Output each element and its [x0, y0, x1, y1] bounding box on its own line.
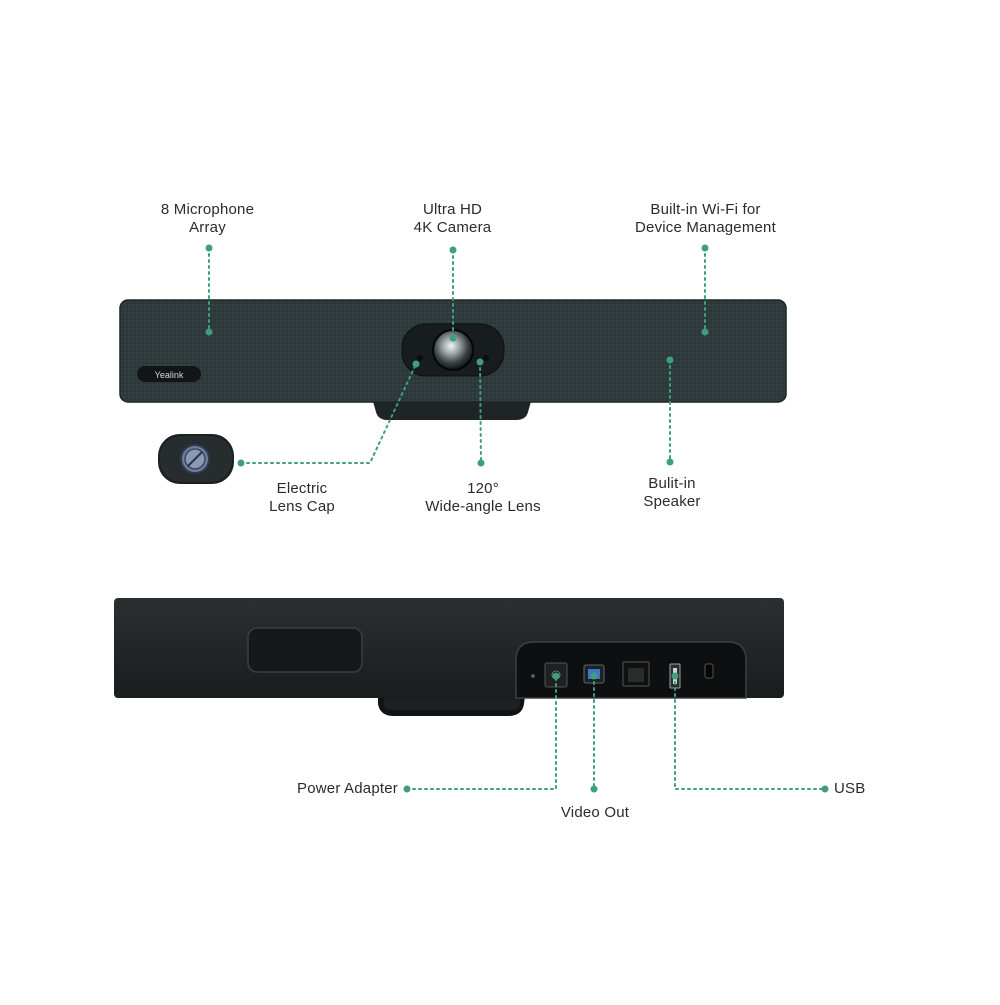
- leader-video-out-start-dot: [590, 672, 598, 680]
- brand-logo-text: Yealink: [155, 370, 184, 380]
- callout-usb: USB: [834, 780, 866, 797]
- rear-label-recess: [247, 627, 363, 673]
- callout-speaker: Bulit-in Speaker: [643, 475, 701, 510]
- callout-video-out: Video Out: [560, 804, 630, 821]
- front-mount-bracket: [372, 398, 532, 420]
- callout-leaders: [205, 244, 829, 793]
- lens-cap-detail: [158, 434, 234, 484]
- brand-logo-badge: [137, 366, 201, 382]
- leader-power-adapter-start-dot: [403, 785, 411, 793]
- leader-power-adapter-end-dot: [552, 672, 560, 680]
- front-view: Yealink: [119, 299, 787, 420]
- leader-wide-angle-lens-start-dot: [476, 358, 484, 366]
- leader-wide-angle-lens: [479, 361, 482, 464]
- rear-view: [114, 598, 784, 716]
- security-lock-slot: [704, 663, 714, 679]
- leader-camera-end-dot: [449, 334, 457, 342]
- callout-mic: 8 Microphone Array: [160, 201, 255, 236]
- callout-wide-angle-lens: 120° Wide-angle Lens: [425, 480, 541, 515]
- leader-lens-cap-end-dot: [412, 360, 420, 368]
- callout-lens-cap: Electric Lens Cap: [269, 480, 335, 515]
- leader-usb-start-dot: [671, 672, 679, 680]
- leader-wide-angle-lens-end-dot: [477, 459, 485, 467]
- leader-power-adapter: [406, 675, 557, 790]
- leader-usb: [674, 675, 826, 790]
- leader-speaker-start-dot: [666, 356, 674, 364]
- leader-wifi-end-dot: [701, 328, 709, 336]
- callout-camera: Ultra HD 4K Camera: [413, 201, 492, 236]
- leader-lens-cap-start-dot: [237, 459, 245, 467]
- leader-mic-start-dot: [205, 244, 213, 252]
- leader-wifi-start-dot: [701, 244, 709, 252]
- leader-usb-end-dot: [821, 785, 829, 793]
- leader-lens-cap: [240, 363, 417, 464]
- leader-camera-start-dot: [449, 246, 457, 254]
- leader-video-out-end-dot: [590, 785, 598, 793]
- callout-wifi: Built-in Wi-Fi for Device Management: [635, 201, 776, 236]
- leader-mic-end-dot: [205, 328, 213, 336]
- leader-speaker-end-dot: [666, 458, 674, 466]
- callout-power-adapter: Power Adapter: [297, 780, 398, 797]
